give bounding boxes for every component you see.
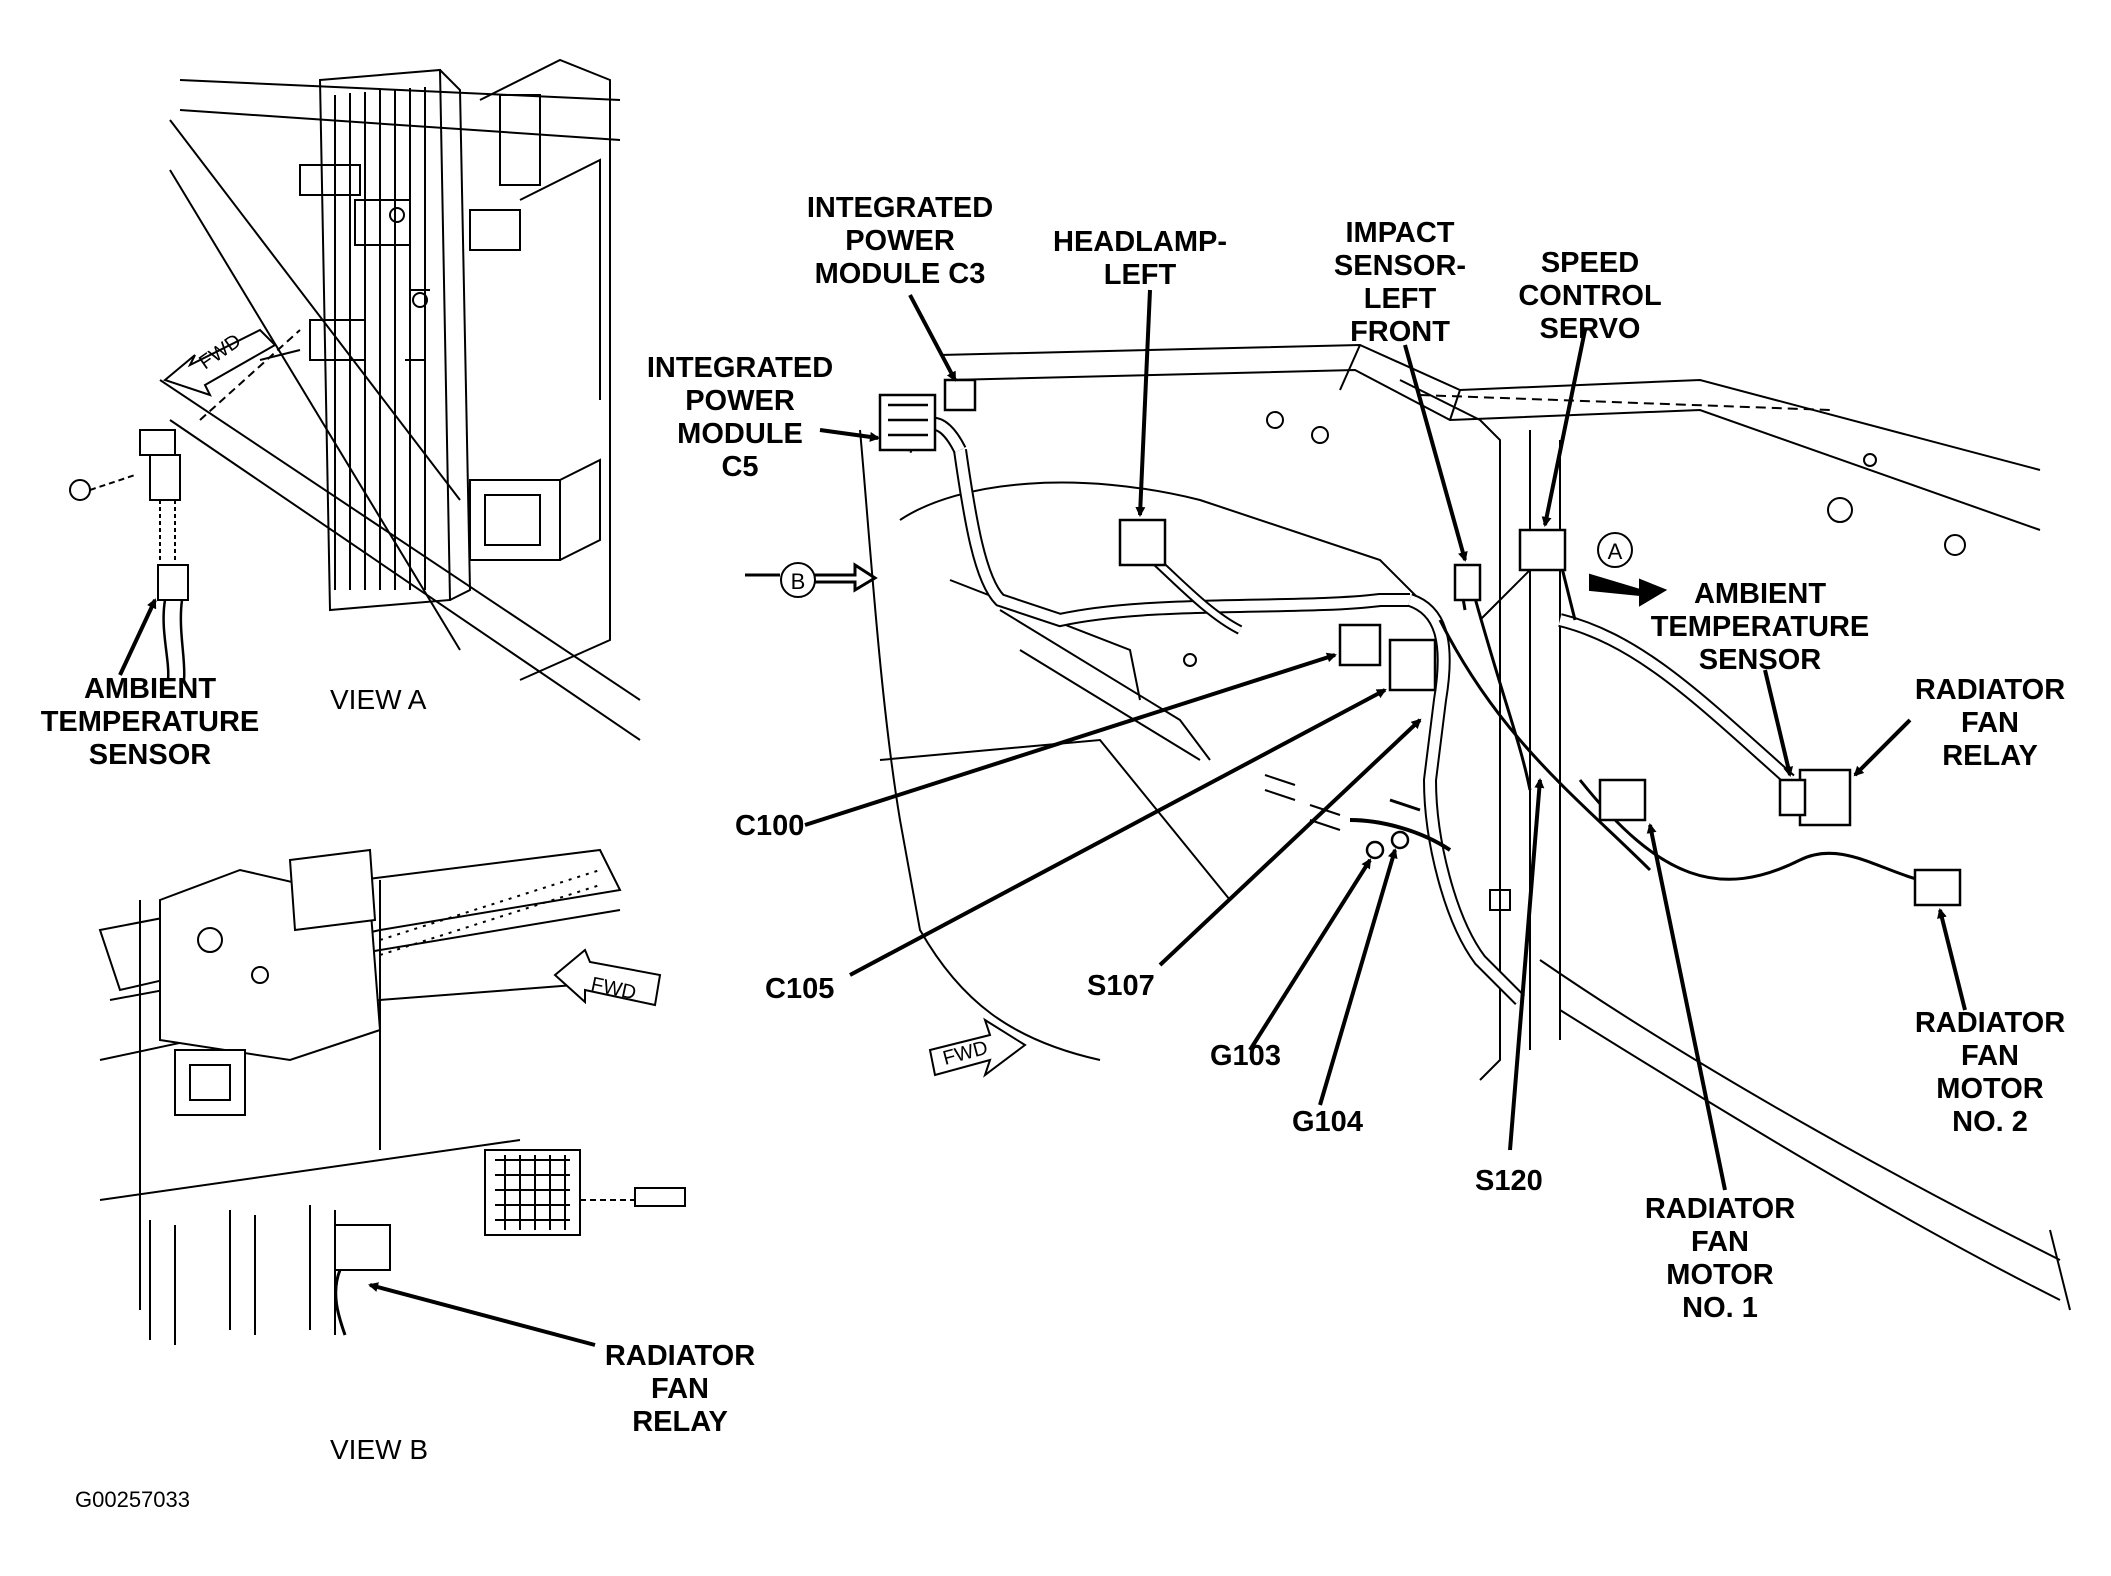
connector-speed-control	[1518, 528, 1567, 572]
marker-b-letter: B	[791, 569, 806, 594]
label-g103: G103	[1210, 1040, 1281, 1072]
leader-s107	[1158, 718, 1422, 967]
connector-ipm-c5	[878, 393, 937, 452]
label-speed-control: SPEED CONTROL SERVO	[1518, 247, 1662, 345]
connector-headlamp	[1118, 518, 1167, 567]
leader-radiator-relay-main	[1853, 718, 1912, 777]
marker-a-letter: A	[1608, 539, 1623, 564]
view-b-drawing	[98, 848, 686, 1345]
leader-g104	[1318, 848, 1398, 1106]
connector-radiator-motor-1	[1598, 778, 1647, 822]
view-b-caption: VIEW B	[330, 1434, 429, 1465]
leader-c105	[849, 688, 1387, 977]
leader-ipm-c3	[908, 294, 957, 382]
label-radiator-motor-1: RADIATOR FAN MOTOR NO. 1	[1644, 1193, 1796, 1324]
leader-radiator-motor-2	[1937, 908, 1967, 1011]
connector-c105	[1388, 638, 1437, 692]
figure-code: G00257033	[75, 1487, 190, 1512]
leader-ambient-main	[1763, 669, 1794, 777]
leader-speed-control	[1541, 329, 1587, 527]
connector-radiator-motor-2	[1913, 868, 1962, 907]
label-radiator-motor-2: RADIATOR FAN MOTOR NO. 2	[1914, 1007, 2066, 1138]
label-radiator-relay-view-b: RADIATOR FAN RELAY	[604, 1340, 756, 1438]
leader-radiator-relay-view-b	[368, 1282, 596, 1347]
marker-b-circle	[780, 562, 816, 598]
label-impact-sensor: IMPACT SENSOR- LEFT FRONT	[1333, 217, 1467, 348]
connector-ambient	[1778, 778, 1807, 817]
leader-s120	[1508, 778, 1545, 1151]
connector-radiator-relay	[1798, 768, 1852, 827]
label-ambient-view-a: AMBIENT TEMPERATURE SENSOR	[40, 673, 260, 771]
view-markers	[745, 532, 1668, 1078]
label-c100: C100	[735, 810, 805, 842]
label-s107: S107	[1087, 970, 1155, 1002]
leader-radiator-motor-1	[1646, 823, 1727, 1191]
label-ambient-main: AMBIENT TEMPERATURE SENSOR	[1650, 578, 1870, 676]
connector-ipm-c3	[943, 378, 977, 412]
label-s120: S120	[1475, 1165, 1543, 1197]
wiring-harness	[898, 416, 1921, 1005]
label-radiator-relay-main: RADIATOR FAN RELAY	[1914, 674, 2066, 772]
leader-impact-sensor	[1403, 344, 1468, 562]
label-ipm-c5: INTEGRATED POWER MODULE C5	[646, 352, 834, 483]
marker-a-circle	[1597, 532, 1633, 568]
leader-ipm-c5	[819, 428, 880, 442]
label-headlamp-left: HEADLAMP- LEFT	[1053, 226, 1227, 291]
view-a-drawing	[69, 58, 641, 741]
view-a-caption: VIEW A	[330, 684, 427, 715]
leader-ambient-view-a	[118, 598, 157, 676]
connectors	[878, 378, 1962, 907]
label-c105: C105	[765, 973, 835, 1005]
leader-headlamp	[1135, 289, 1152, 517]
connector-c100	[1338, 623, 1382, 667]
label-g104: G104	[1292, 1106, 1363, 1138]
leader-lines	[118, 289, 1967, 1347]
connector-impact-sensor	[1453, 563, 1482, 602]
label-ipm-c3: INTEGRATED POWER MODULE C3	[806, 192, 994, 290]
leader-c100	[804, 652, 1337, 827]
main-drawing	[859, 343, 2071, 1311]
leader-g103	[1248, 858, 1372, 1052]
